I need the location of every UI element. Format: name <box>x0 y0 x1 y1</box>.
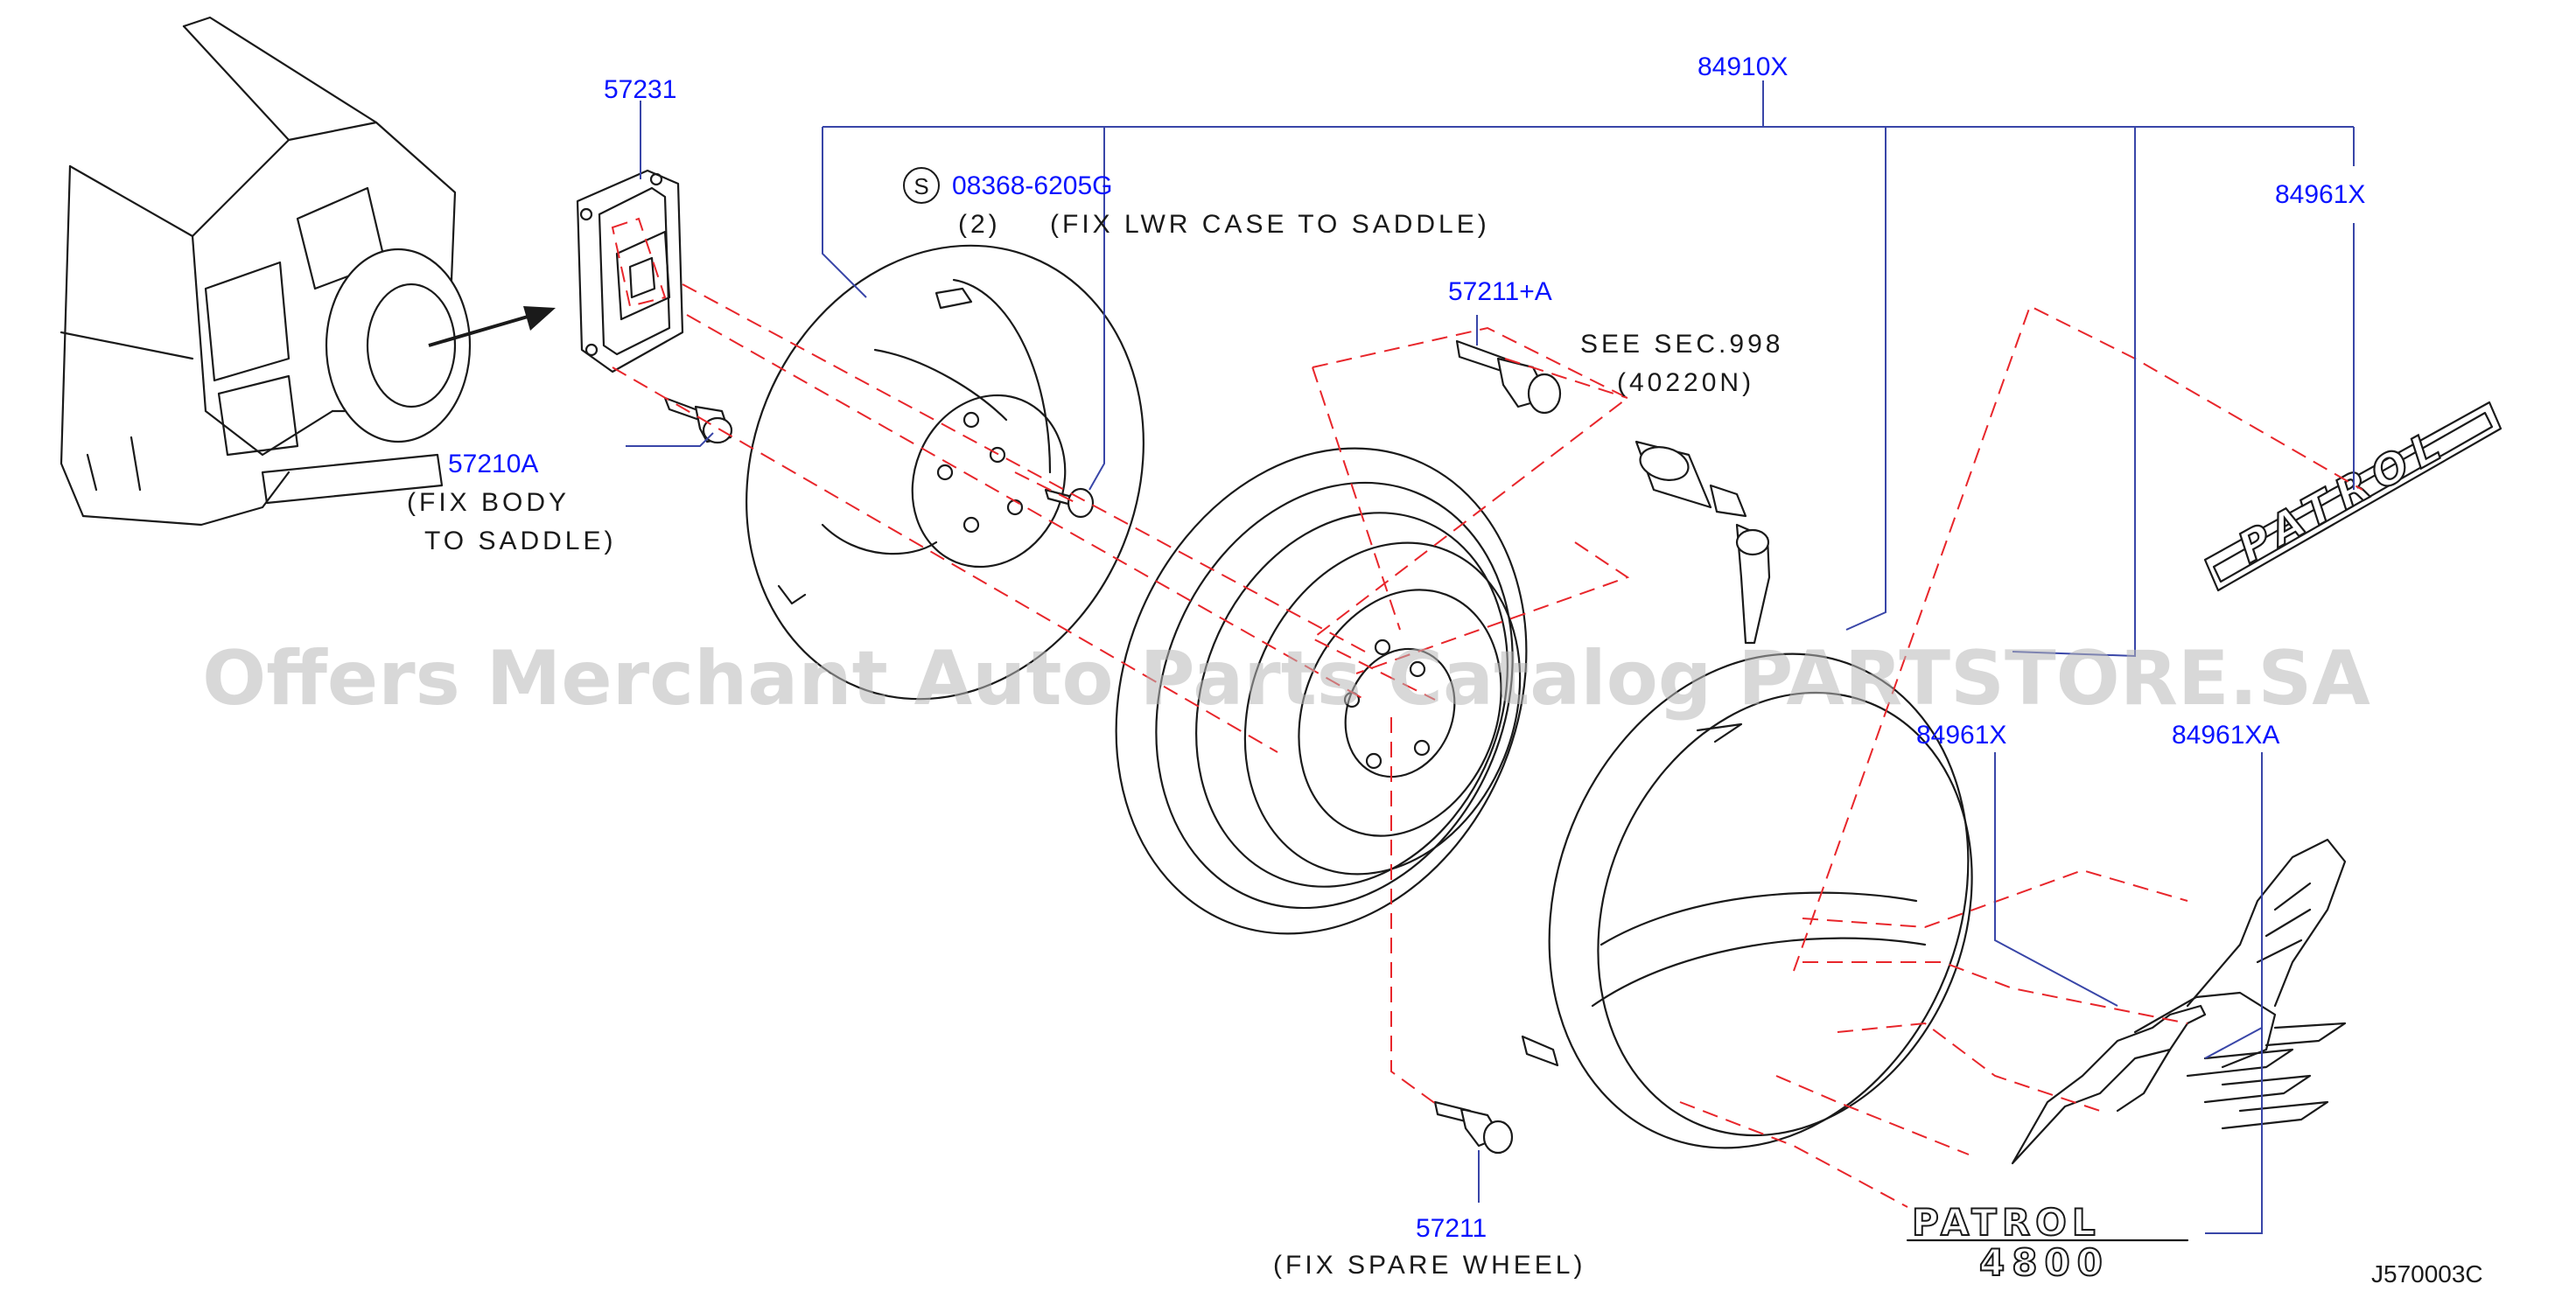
label-84961X-top[interactable]: 84961X <box>2275 180 2365 209</box>
note-qty-2: (2) <box>958 210 1001 239</box>
leader-lines <box>626 80 2355 1234</box>
key-cylinder-40220N <box>1634 440 1771 645</box>
note-fix-body-2: TO SADDLE) <box>424 527 617 555</box>
label-84961XA[interactable]: 84961XA <box>2172 721 2279 750</box>
spare-tire-cover <box>1521 652 1973 1149</box>
lock-nut-57211A <box>1455 339 1562 415</box>
label-57211A[interactable]: 57211+A <box>1448 277 1552 306</box>
patrol-badge-text: PATROL <box>2230 418 2456 573</box>
note-fix-lwr-case: (FIX LWR CASE TO SADDLE) <box>1050 210 1490 239</box>
part-labels: 57231 57210A (FIX BODY TO SADDLE) S 0836… <box>407 52 2483 1288</box>
note-fix-body-1: (FIX BODY <box>407 488 570 517</box>
carrier-lower-case <box>746 244 1144 701</box>
patrol-4800-line2: 4800 <box>1979 1241 2110 1284</box>
watermark: Offers Merchant Auto Parts Catalog PARTS… <box>202 635 2370 722</box>
screw-symbol-circle <box>903 167 940 204</box>
label-57210A[interactable]: 57210A <box>448 450 538 478</box>
label-84961X-mid[interactable]: 84961X <box>1916 721 2006 750</box>
alignment-lines <box>612 283 2363 1208</box>
bolt-57210A <box>663 396 733 444</box>
lug-nut-57211 <box>1433 1100 1514 1155</box>
spare-wheel <box>1115 447 1528 935</box>
bird-emblem <box>2011 838 2347 1165</box>
label-08368-6205G[interactable]: 08368-6205G <box>952 171 1113 200</box>
leader-saddle-to-carrier <box>611 217 667 308</box>
screw-symbol: S <box>914 173 928 199</box>
vehicle-illustration <box>60 16 556 527</box>
note-fix-spare-wheel: (FIX SPARE WHEEL) <box>1273 1251 1586 1280</box>
saddle-bracket <box>576 169 684 373</box>
label-57211[interactable]: 57211 <box>1416 1214 1487 1243</box>
note-40220N[interactable]: (40220N) <box>1617 368 1754 397</box>
patrol-4800-emblem: PATROL 4800 <box>1906 1200 2189 1285</box>
label-57231[interactable]: 57231 <box>604 75 676 104</box>
label-84910X[interactable]: 84910X <box>1698 52 1788 81</box>
patrol-4800-line1: PATROL <box>1912 1201 2101 1244</box>
diagram-code: J570003C <box>2371 1260 2483 1288</box>
note-see-sec-998[interactable]: SEE SEC.998 <box>1580 330 1783 359</box>
